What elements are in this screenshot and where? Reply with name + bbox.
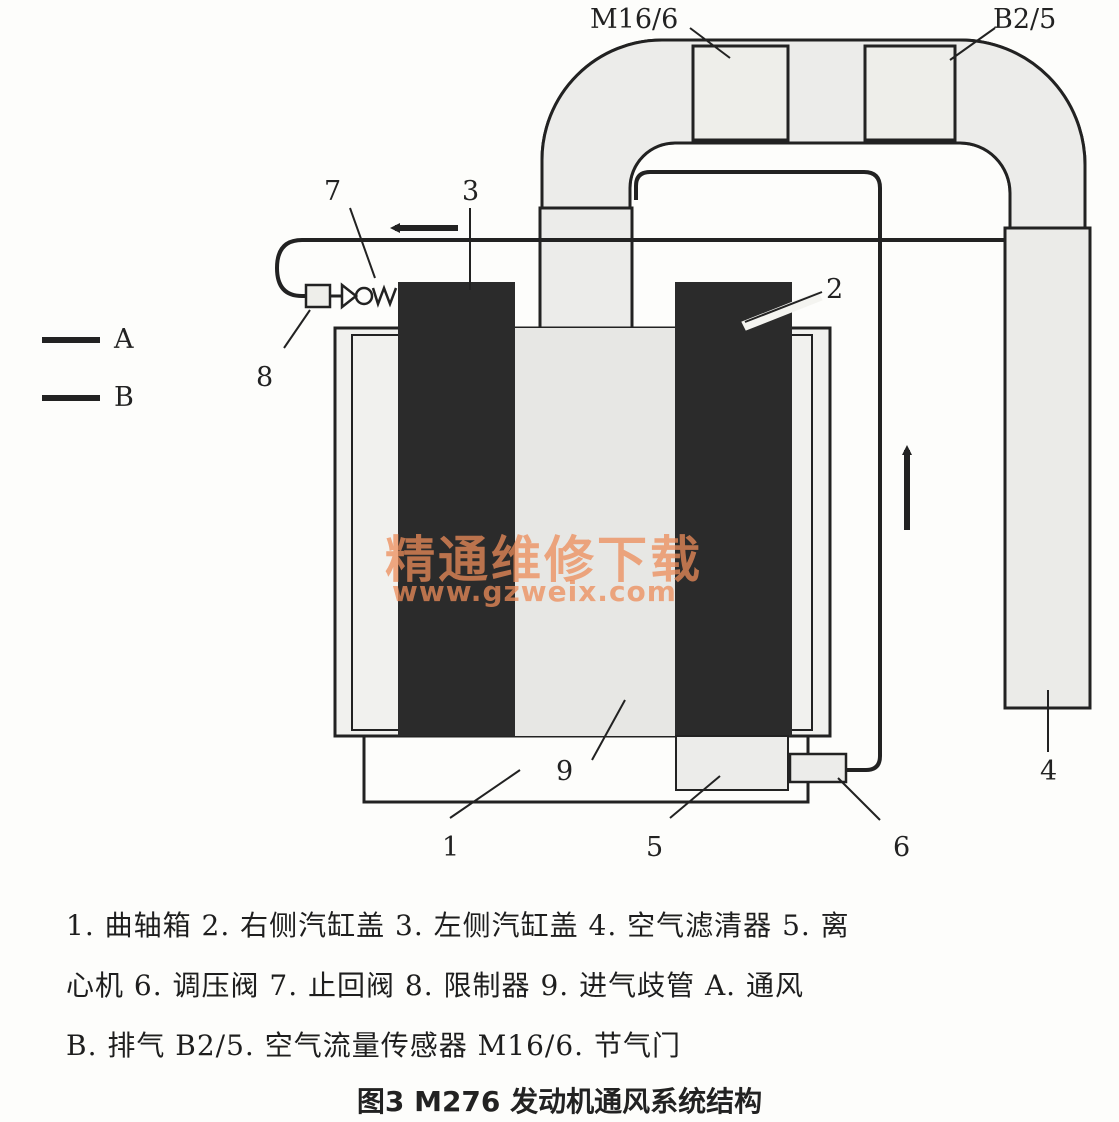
label-1: 1 <box>442 832 459 863</box>
label-b2-5: B2/5 <box>993 4 1056 35</box>
manifold-neck <box>538 206 634 332</box>
air-filter-box <box>1003 226 1092 710</box>
intake-pipe-inner <box>628 141 1012 228</box>
label-2: 2 <box>826 274 843 305</box>
label-9: 9 <box>556 756 573 787</box>
label-8: 8 <box>256 362 273 393</box>
intake-manifold <box>515 328 675 736</box>
pressure-valve <box>788 752 848 784</box>
ventilation-system-diagram: A B M16/6 B2/5 7 3 2 8 9 1 5 6 4 <box>42 4 1092 863</box>
restrictor <box>304 283 332 309</box>
right-cylinder-head <box>675 282 792 736</box>
caption-line-2: 心机 6. 调压阀 7. 止回阀 8. 限制器 9. 进气歧管 A. 通风 <box>66 969 804 1002</box>
throttle-box <box>691 44 790 142</box>
maf-sensor-box <box>863 44 957 142</box>
legend-label-b: B <box>114 382 134 413</box>
figure-title: 图3 M276 发动机通风系统结构 <box>356 1085 763 1118</box>
caption-line-3: B. 排气 B2/5. 空气流量传感器 M16/6. 节气门 <box>66 1029 681 1062</box>
label-4: 4 <box>1040 756 1057 787</box>
label-m16-6: M16/6 <box>590 4 678 35</box>
watermark-url: www.gzweix.com <box>392 575 677 608</box>
vent-line-b <box>274 238 1005 298</box>
label-5: 5 <box>646 832 663 863</box>
centrifuge <box>675 735 789 791</box>
label-7: 7 <box>324 176 341 207</box>
vent-line-a <box>634 170 882 772</box>
watermark-text: 精通维修下载 <box>385 531 703 589</box>
leader-lines <box>283 27 1049 821</box>
label-3: 3 <box>462 176 479 207</box>
left-cylinder-head <box>398 282 515 736</box>
check-valve <box>330 282 398 310</box>
label-6: 6 <box>893 832 910 863</box>
legend-label-a: A <box>113 324 134 355</box>
caption-line-1: 1. 曲轴箱 2. 右侧汽缸盖 3. 左侧汽缸盖 4. 空气滤清器 5. 离 <box>66 909 850 942</box>
